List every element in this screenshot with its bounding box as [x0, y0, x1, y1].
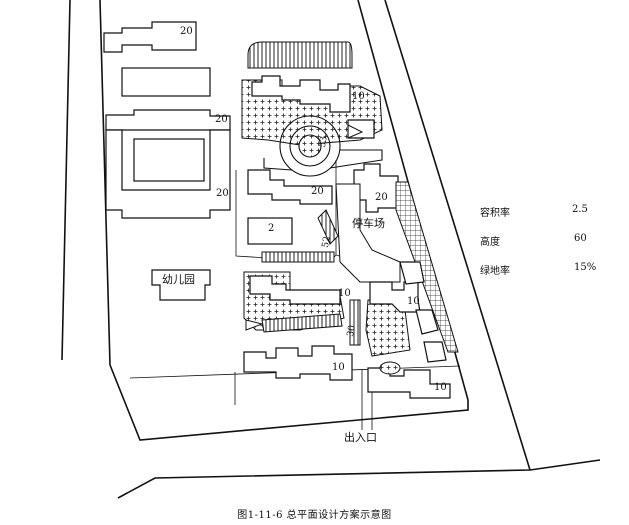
road-edge-south: [117, 459, 601, 499]
height-label-20-top: 20: [180, 26, 193, 37]
building-south-east: [367, 367, 451, 399]
building-east-ne: [415, 309, 439, 335]
kindergarten-label: 幼儿园: [162, 273, 195, 286]
building-height-2: [247, 217, 293, 245]
parking-strip-north: [247, 41, 353, 69]
height-label-10-center: 10: [338, 288, 351, 299]
stat-row-green: 绿地率 15%: [480, 262, 610, 291]
height-label-20-center: 20: [311, 186, 324, 197]
roundabout: [263, 115, 383, 177]
parking-strip-center: [261, 251, 335, 263]
building-east-tower: [399, 261, 425, 285]
stat-value: 60: [574, 233, 587, 244]
road-edge-west-2: [99, 0, 111, 366]
parking-strip-diagonal: [317, 209, 339, 245]
parking-count-53: 53: [317, 135, 330, 149]
stat-label: 绿地率: [480, 266, 510, 277]
height-label-20-mid: 20: [215, 114, 228, 125]
height-label-10-south: 10: [332, 362, 345, 373]
height-label-20-low: 20: [216, 188, 229, 199]
figure-caption: 图1-11-6 总平面设计方案示意图: [237, 510, 392, 521]
height-label-10-se: 10: [434, 382, 447, 393]
road-edge-east-2: [384, 0, 531, 471]
parking-strip-south: [261, 313, 343, 333]
parking-count-52: 52: [320, 235, 333, 249]
stats-table: 容积率 2.5 高度 60 绿地率 15%: [480, 204, 610, 291]
height-label-10-north: 10: [352, 91, 365, 102]
building-east-20: [353, 163, 399, 213]
kindergarten-building: [151, 269, 211, 301]
building-center-north: [247, 169, 333, 205]
stat-value: 2.5: [572, 204, 588, 215]
stat-label: 高度: [480, 237, 500, 248]
building-west-2: [121, 67, 211, 97]
parking-strip-vertical: [349, 299, 361, 346]
road-edge-west-1: [61, 0, 71, 361]
height-label-10-east: 10: [407, 296, 420, 307]
stat-value: 15%: [574, 262, 597, 273]
parking-count-30: 30: [345, 324, 358, 338]
height-label-2: 2: [268, 223, 275, 234]
parking-lot-label: 停车场: [352, 217, 385, 230]
height-label-20-east: 20: [375, 192, 388, 203]
entrance-label: 出入口: [344, 431, 377, 444]
garden-small-south: [379, 361, 401, 375]
stat-row-height: 高度 60: [480, 233, 610, 262]
stat-label: 容积率: [480, 208, 510, 219]
stat-row-far: 容积率 2.5: [480, 204, 610, 233]
building-south-row: [243, 345, 353, 381]
site-boundary: [109, 364, 469, 441]
building-north: [251, 75, 351, 113]
building-west-top: [103, 21, 197, 53]
garden-east-hatched: [395, 181, 459, 353]
building-west-courtyard: [105, 129, 231, 219]
building-center-10: [249, 275, 341, 305]
building-west-3: [105, 109, 231, 131]
building-east-10: [369, 281, 421, 313]
